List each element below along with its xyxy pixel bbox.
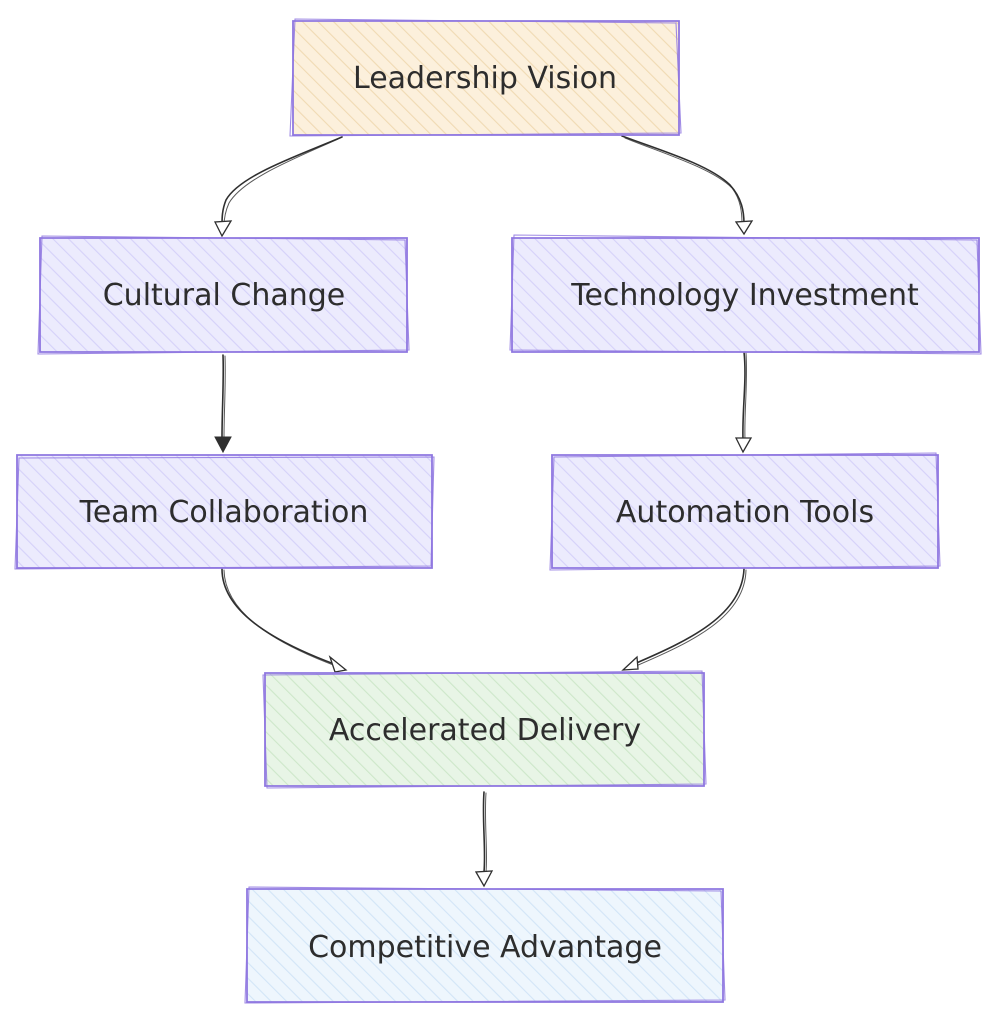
edge-cultural-to-team	[214, 354, 232, 454]
edge-leadership-to-cultural	[213, 136, 343, 238]
edge-automation-to-accelerated	[621, 568, 747, 671]
node-label-leadership-vision: Leadership Vision	[353, 61, 617, 96]
edge-team-to-accelerated	[221, 568, 348, 673]
node-label-accelerated-delivery: Accelerated Delivery	[329, 713, 641, 748]
node-label-automation-tools: Automation Tools	[616, 495, 874, 530]
edge-technology-to-automation	[734, 351, 753, 454]
node-label-team-collaboration: Team Collaboration	[79, 495, 369, 530]
node-competitive-advantage[interactable]: Competitive Advantage	[244, 886, 726, 1004]
node-label-competitive-advantage: Competitive Advantage	[308, 930, 662, 965]
node-automation-tools[interactable]: Automation Tools	[549, 452, 941, 571]
edge-leadership-to-technology	[621, 135, 754, 236]
node-accelerated-delivery[interactable]: Accelerated Delivery	[262, 670, 707, 789]
edge-accelerated-to-competitive	[474, 791, 494, 888]
node-label-cultural-change: Cultural Change	[103, 278, 346, 313]
node-leadership-vision[interactable]: Leadership Vision	[289, 18, 682, 137]
node-team-collaboration[interactable]: Team Collaboration	[14, 454, 435, 570]
node-technology-investment[interactable]: Technology Investment	[509, 234, 982, 355]
node-label-technology-investment: Technology Investment	[570, 278, 919, 313]
node-cultural-change[interactable]: Cultural Change	[37, 235, 410, 355]
